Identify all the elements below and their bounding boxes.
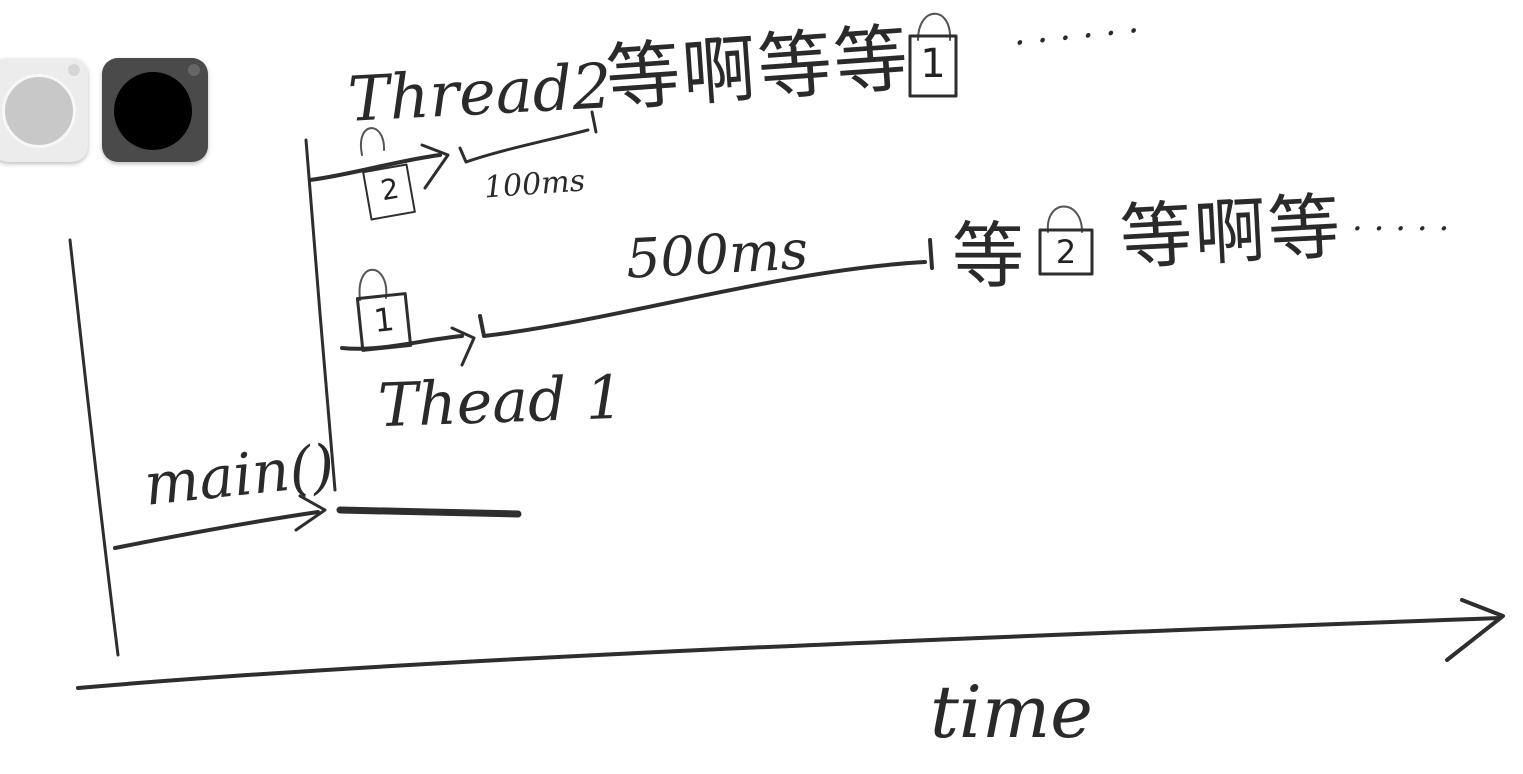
light-swatch-pin [68,64,80,76]
thread1-wait-lock-body [1038,228,1094,276]
thread1-arrowhead [450,326,476,367]
thread2-wait-lock-number: 1 [920,41,946,87]
thread2-wait-lock-shackle [917,12,952,41]
thread2-wait-lock-body [908,34,958,98]
main-thread-line [113,510,320,550]
light-color-dot [2,74,76,148]
thread2-hold-lock-shackle [359,127,386,156]
thread1-sleep-end [928,238,934,270]
thread2-waiting-text: 等啊等等 [603,15,913,123]
thread1-hold-lock-number: 1 [371,300,397,340]
thread2-arrowhead [420,143,450,190]
thread2-sleep-line [458,128,590,164]
dark-color-dot [114,72,192,150]
thread1-waiting-text-rest: 等啊等 [1117,184,1345,280]
thread1-hold-lock-shackle [358,268,388,301]
time-axis-label: time [930,670,1093,754]
main-thread-continuation [336,506,522,518]
thread2-sleep-end [590,110,598,134]
y-axis-line [68,238,120,657]
dark-swatch-pin [188,64,200,76]
thread1-wait-lock-shackle [1046,205,1083,233]
thread2-delay-label: 100ms [482,163,587,206]
time-axis-line [76,616,1502,690]
thread1-trailing-dots: · · · · · [1352,209,1450,249]
thread2-hold-lock-body [362,163,416,221]
thread1-hold-lock-body [355,292,413,352]
time-axis-arrowhead [1445,598,1505,662]
thread1-waiting-text-first: 等 [952,214,1027,298]
thread1-sleep-line [478,260,927,338]
dark-color-swatch[interactable] [102,58,208,162]
thread1-delay-label: 500ms [624,218,810,291]
thread-branch-line [304,138,337,492]
light-color-swatch[interactable] [0,58,88,162]
thread2-line [308,153,442,182]
thread2-label: Thread2 [346,49,614,136]
thread1-wait-lock-number: 2 [1055,233,1077,271]
thread1-label: Thead 1 [376,362,625,442]
main-thread-arrowhead [294,494,327,532]
